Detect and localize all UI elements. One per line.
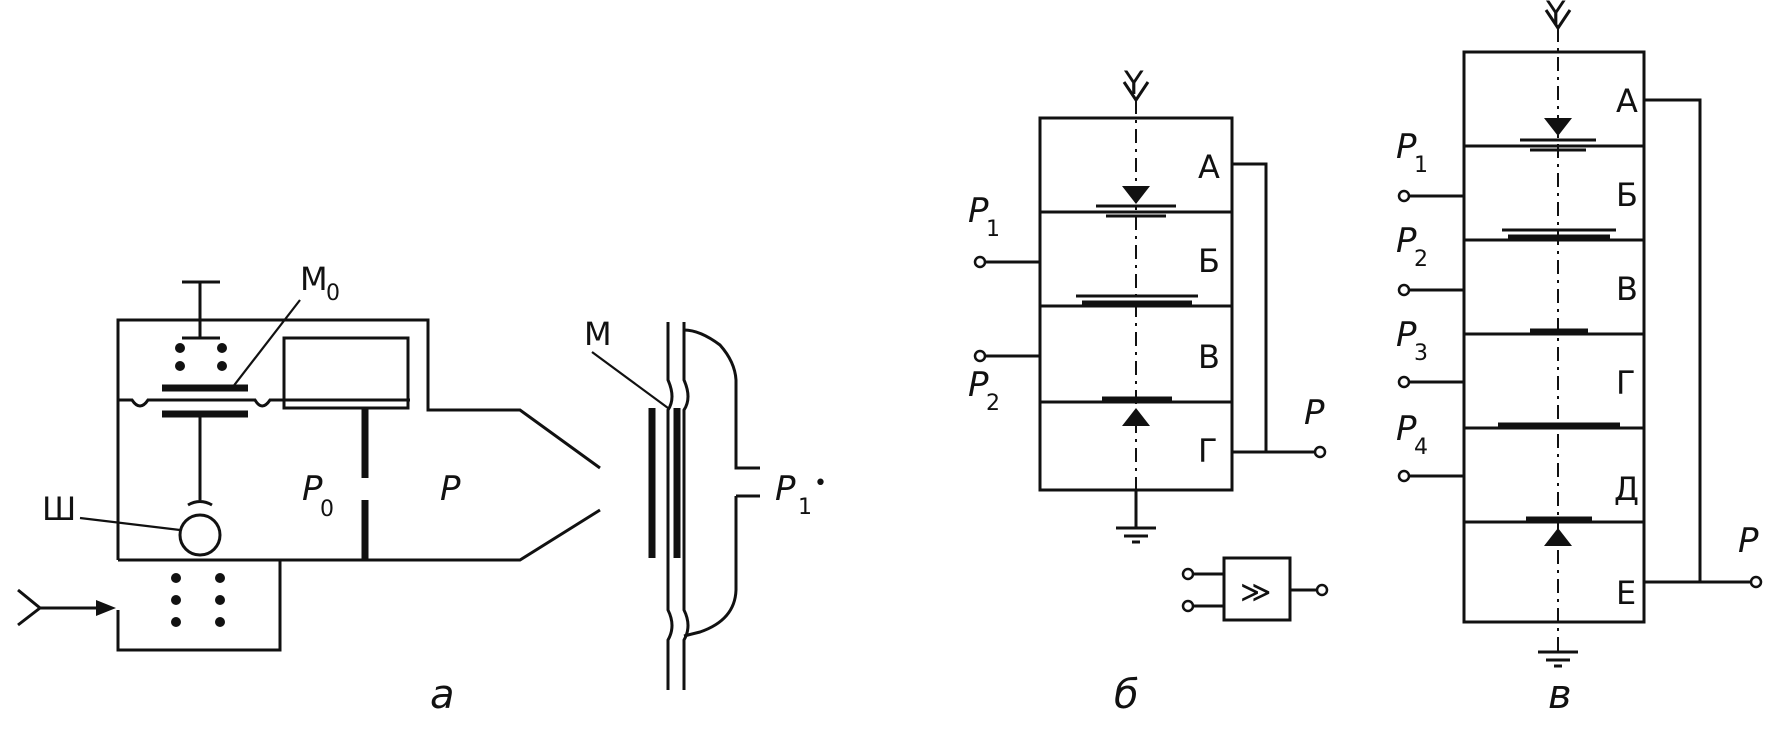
label-m0-sub: 0 [326,281,340,306]
symbol-out-port [1315,583,1329,597]
label-sh: Ш [42,490,76,528]
symbol-in1-port [1181,567,1195,581]
element-v-body [1462,50,1646,624]
label-p0-sub: 0 [320,497,334,522]
upper-chamber-box [282,336,410,410]
label-v-chamber-v: В [1616,270,1638,308]
label-v-input3: P [1396,315,1417,355]
amplifier-symbol-icon: ≫ [1240,575,1271,610]
label-v-input2-sub: 2 [1414,247,1428,272]
m-leader [591,351,669,409]
label-b-input2: P [968,365,989,405]
label-b-chamber-g: Г [1198,432,1218,470]
caption-a: а [430,672,455,718]
receiver-wall-right [682,322,690,690]
input-p2-port[interactable] [973,349,987,363]
spring-lower [171,573,225,627]
figure-a [17,280,760,690]
label-v-input2: P [1396,221,1417,261]
input-v-p1-port[interactable] [1397,189,1411,203]
input-v-p2-port[interactable] [1397,283,1411,297]
nozzle-v-bottom-icon [1544,528,1572,546]
label-b-input1-sub: 1 [986,217,1000,242]
output-v-loop [1644,98,1752,584]
label-v-input3-sub: 3 [1414,341,1428,366]
receiver-chamber [683,328,760,638]
label-b-chamber-b: Б [1198,242,1220,280]
figure-b [973,81,1329,622]
label-v-input1: P [1396,127,1417,167]
input-p1-port[interactable] [973,255,987,269]
nozzle-bottom-icon [1122,408,1150,426]
label-v-output: P [1738,521,1759,561]
m0-leader [231,299,301,389]
label-p0: P [302,469,323,509]
label-v-chamber-g: Г [1616,364,1636,402]
input-v-p3-port[interactable] [1397,375,1411,389]
figure-v [1397,9,1763,668]
label-p1-sub: 1 [798,495,812,520]
label-b-chamber-a: А [1198,148,1220,186]
output-v-port[interactable] [1749,575,1763,589]
label-v-input1-sub: 1 [1414,153,1428,178]
label-m0: М [300,260,328,298]
supply-symbol [17,588,43,627]
valve-housing [116,318,601,652]
label-m: М [584,315,612,353]
label-p1: P [775,469,796,509]
label-v-input4: P [1396,409,1417,449]
label-p1-mark: • [814,471,827,496]
nozzle-v-top-icon [1544,118,1572,136]
supply-arrow-icon [96,600,116,616]
symbol-in2-port [1181,599,1195,613]
spring-upper [175,343,227,371]
label-b-output: P [1304,393,1325,433]
label-b-input2-sub: 2 [986,391,1000,416]
receiver-wall-left [666,322,674,690]
label-v-chamber-a: А [1616,82,1638,120]
label-b-chamber-v: В [1198,338,1220,376]
label-v-chamber-e: Е [1616,574,1636,612]
label-v-supply: Y [1545,0,1566,32]
label-b-input1: P [968,191,989,231]
stem-cup [187,500,213,507]
nozzle-top-icon [1122,186,1150,204]
label-v-input4-sub: 4 [1414,435,1428,460]
output-loop [1232,162,1316,454]
output-port[interactable] [1313,445,1327,459]
input-v-p4-port[interactable] [1397,469,1411,483]
label-v-chamber-b: Б [1616,176,1638,214]
ball-valve [178,513,222,557]
caption-b: б [1114,672,1139,718]
label-p: P [440,469,461,509]
ball-leader [79,516,181,532]
label-v-chamber-d: Д [1614,470,1639,508]
label-b-supply: Y [1123,64,1144,102]
caption-v: в [1548,672,1572,718]
membrane-m0 [118,398,410,408]
